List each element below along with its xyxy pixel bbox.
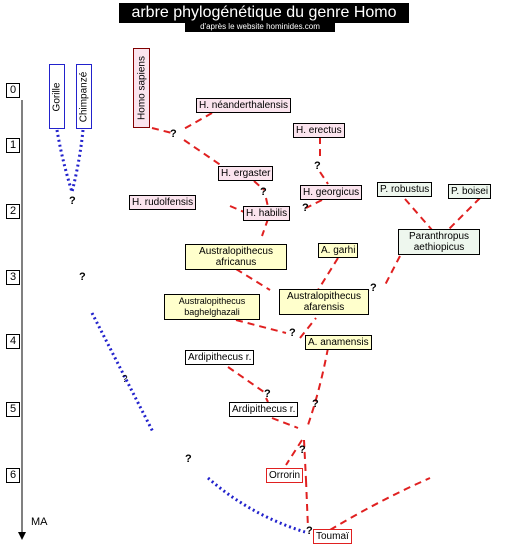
unknown-marker: ? — [306, 525, 313, 537]
unknown-marker: ? — [69, 195, 76, 207]
unknown-marker: ? — [289, 327, 296, 339]
trunk-toumai-branch — [305, 479, 309, 529]
aethiopicus-q-branch — [384, 255, 401, 286]
garhi-afarensis-branch — [317, 257, 339, 291]
unknown-marker: ? — [185, 453, 192, 465]
node-robustus: P. robustus — [377, 182, 433, 197]
afarensis-line-2: afarensis — [303, 302, 345, 313]
unknown-marker: ? — [264, 388, 271, 400]
anamensis-afarensis-branch — [299, 317, 317, 339]
time-tick-3: 3 — [6, 270, 20, 285]
ergaster-q-branch — [253, 180, 265, 191]
aethiopicus-line-2: aethiopicus — [413, 242, 465, 253]
sapiens-branch — [151, 127, 173, 134]
node-habilis: H. habilis — [243, 206, 291, 221]
bahrelghazali-branch — [235, 319, 287, 334]
unknown-marker: ? — [302, 202, 309, 214]
unknown-marker: ? — [260, 186, 267, 198]
unknown-marker: ? — [299, 444, 306, 456]
basal-ape-branch — [207, 476, 306, 534]
gorille-branch — [55, 129, 74, 193]
rudolfensis-branch — [229, 205, 245, 213]
node-neanderthalensis: H. néanderthalensis — [196, 98, 291, 113]
unknown-marker: ? — [122, 374, 128, 385]
node-ergaster: H. ergaster — [218, 166, 274, 181]
robustus-branch — [404, 198, 433, 231]
bahrelghazali-line-1: Australopithecus — [178, 296, 246, 306]
ardipithecus-1-branch — [227, 366, 265, 393]
gorille-label: Gorille — [51, 82, 63, 111]
q-habilis-branch — [265, 197, 269, 208]
toumai-right-branch — [329, 477, 431, 531]
main-trunk-branch — [303, 439, 307, 481]
africanus-line-1: Australopithecus — [199, 246, 273, 257]
node-toumai: Toumaï — [313, 529, 352, 544]
node-erectus: H. erectus — [293, 123, 345, 138]
unknown-marker: ? — [312, 398, 319, 410]
node-anamensis: A. anamensis — [305, 335, 372, 350]
erectus-georgicus-branch — [319, 171, 329, 185]
sapiens-ergaster-branch — [183, 139, 223, 167]
unknown-marker: ? — [79, 271, 86, 283]
node-georgicus: H. georgicus — [300, 185, 363, 200]
gorille-box: Gorille — [49, 64, 65, 129]
ardipithecus-link — [265, 397, 269, 403]
node-rudolfensis: H. rudolfensis — [129, 195, 197, 210]
bahrelghazali-line-2: baghelghazali — [184, 307, 240, 317]
africanus-afarensis-branch — [235, 268, 271, 291]
unknown-marker: ? — [170, 128, 177, 140]
unknown-marker: ? — [314, 160, 321, 172]
time-tick-1: 1 — [6, 138, 20, 153]
time-axis-unit: MA — [31, 516, 48, 528]
node-garhi: A. garhi — [318, 243, 359, 258]
diagram-title: arbre phylogénétique du genre Homo — [119, 3, 409, 23]
time-tick-6: 6 — [6, 468, 20, 483]
ape-ancestor-branch — [90, 312, 155, 433]
chimpanze-branch — [70, 129, 85, 193]
time-tick-5: 5 — [6, 402, 20, 417]
sapiens-label: Homo sapiens — [136, 56, 147, 120]
sapiens-box: Homo sapiens — [133, 48, 150, 128]
ardipithecus-2-branch — [271, 417, 299, 429]
node-afarensis: Australopithecus afarensis — [279, 289, 369, 315]
time-tick-4: 4 — [6, 334, 20, 349]
node-orrorin-branch — [285, 439, 303, 466]
georgicus-habilis-branch — [305, 199, 323, 209]
node-aethiopicus: Paranthropus aethiopicus — [398, 229, 480, 255]
unknown-marker: ? — [370, 282, 377, 294]
time-tick-0: 0 — [6, 83, 20, 98]
aethiopicus-line-1: Paranthropus — [408, 231, 470, 242]
time-axis-arrow — [18, 532, 26, 540]
node-bahrelghazali: Australopithecus baghelghazali — [164, 294, 260, 320]
node-orrorin: Orrorin — [266, 468, 304, 483]
node-ardipithecus-1: Ardipithecus r. — [185, 350, 255, 365]
diagram-subtitle: d'après le website hominides.com — [185, 21, 335, 32]
node-boisei: P. boisei — [448, 184, 492, 199]
africanus-line-2: africanus — [215, 257, 257, 268]
habilis-africanus-branch — [261, 218, 269, 237]
neanderthal-branch — [181, 112, 213, 131]
chimpanze-label: Chimpanzé — [78, 71, 90, 122]
anamensis-lineage-branch — [307, 347, 329, 426]
boisei-branch — [447, 197, 481, 231]
afarensis-line-1: Australopithecus — [287, 291, 361, 302]
node-africanus: Australopithecus africanus — [185, 244, 287, 270]
time-tick-2: 2 — [6, 204, 20, 219]
chimpanze-box: Chimpanzé — [76, 64, 92, 129]
node-ardipithecus-2: Ardipithecus r. — [229, 402, 299, 417]
